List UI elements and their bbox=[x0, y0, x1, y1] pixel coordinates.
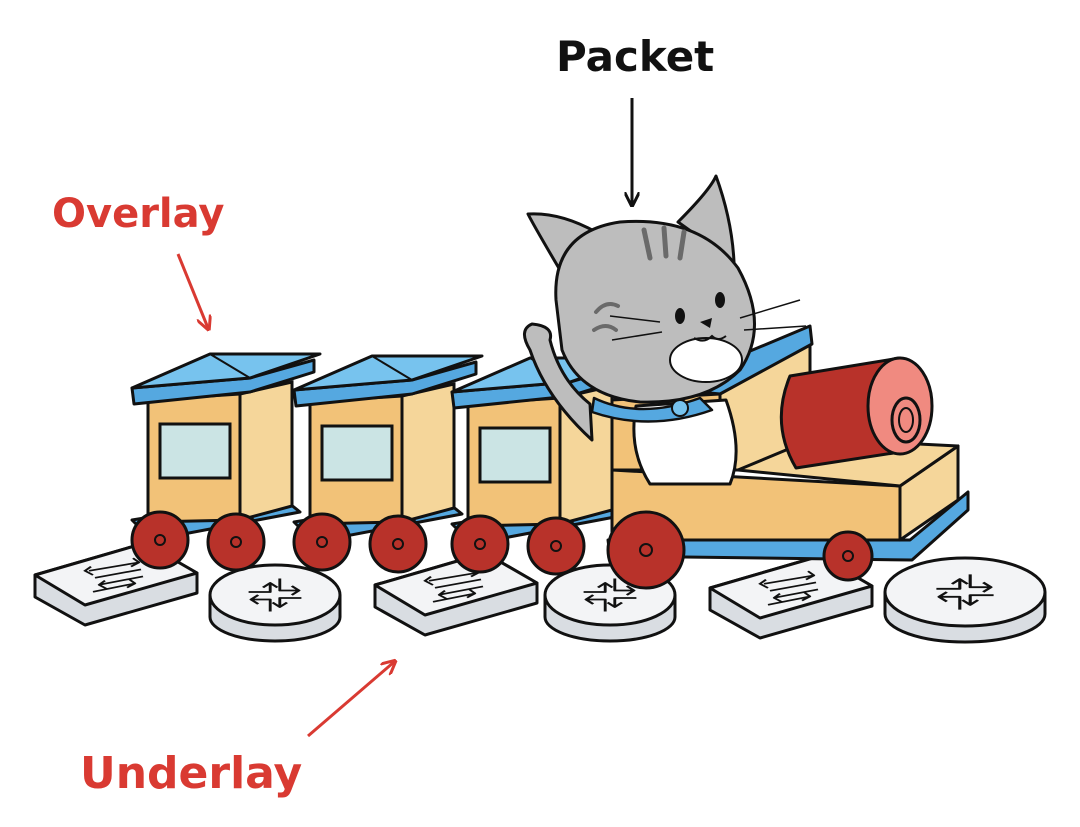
router-icon bbox=[208, 563, 342, 643]
wheel bbox=[450, 514, 510, 574]
switch-icon bbox=[373, 551, 539, 637]
overlay-label: Overlay bbox=[52, 191, 225, 237]
wheel bbox=[130, 510, 190, 570]
wheel bbox=[822, 530, 874, 582]
underlay-devices bbox=[33, 541, 1047, 644]
cat-icon bbox=[523, 174, 807, 486]
router-icon bbox=[883, 556, 1047, 644]
wheel bbox=[526, 516, 586, 576]
wheel bbox=[606, 510, 686, 590]
underlay-label: Underlay bbox=[80, 748, 303, 799]
overlay-arrow bbox=[176, 253, 208, 328]
overlay-train bbox=[130, 174, 970, 590]
wheel bbox=[368, 514, 428, 574]
underlay-arrow bbox=[307, 662, 394, 738]
wheel bbox=[206, 512, 266, 572]
train-car-icon bbox=[130, 352, 322, 542]
wheel bbox=[292, 512, 352, 572]
wheels bbox=[130, 510, 874, 590]
packet-label: Packet bbox=[556, 32, 715, 81]
